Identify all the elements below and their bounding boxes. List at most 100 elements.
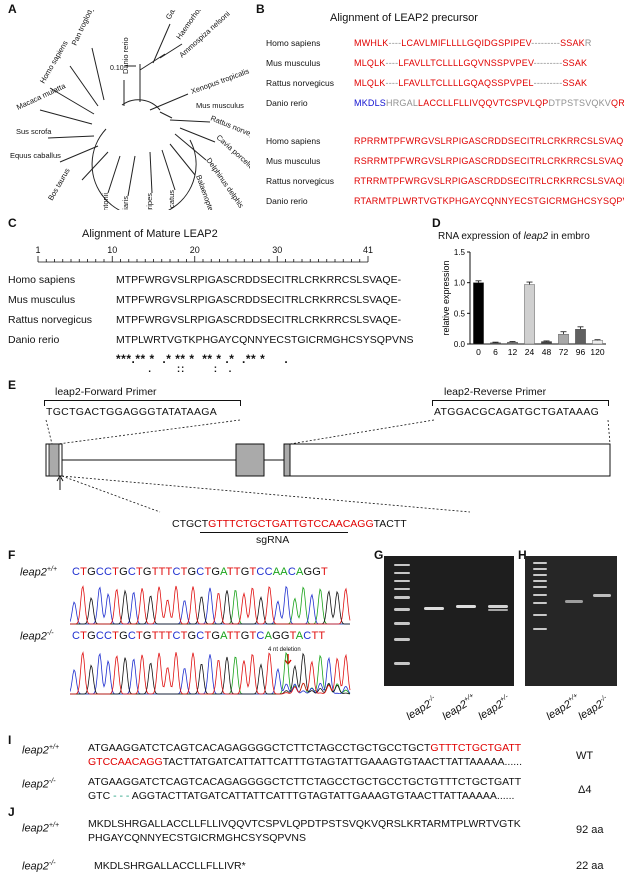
gel-band <box>394 662 410 665</box>
precursor-sequence: MLQLK----LFAVLLTCLLLLGQVNSSPVPEV--------… <box>354 58 587 68</box>
panel-label-c: C <box>8 216 17 230</box>
bar <box>592 340 603 345</box>
chromatogram-trace <box>70 585 351 625</box>
gel-band <box>533 568 547 570</box>
gel-band <box>394 580 410 582</box>
base-call: G <box>119 566 128 578</box>
conservation-line: ***.** * .* ** * ** * .* .** * . <box>116 352 289 366</box>
x-tick-label: 48 <box>542 347 552 357</box>
y-tick-label: 0.5 <box>454 309 466 318</box>
gel-band <box>424 607 444 610</box>
panel-label-j: J <box>8 805 15 819</box>
gel-band <box>593 594 611 597</box>
sequence-segment: MWHLK <box>354 38 389 48</box>
base-call: G <box>280 630 290 642</box>
sequence-segment: DTPSTSVQKV <box>548 98 611 108</box>
tree-species-label: Bos taurus <box>46 166 72 202</box>
base-call: G <box>272 630 281 642</box>
wt-genotype-label: leap2+/+ <box>20 566 58 579</box>
base-call: T <box>180 566 188 578</box>
bar <box>507 341 518 345</box>
gel-band <box>394 608 410 611</box>
precursor-sequence: MWHLK----LCAVLMIFLLLLGQIDGSPIPEV--------… <box>354 38 592 48</box>
gel-lane-label: leap2-/- <box>576 694 609 723</box>
gel-band <box>488 605 508 608</box>
base-call: T <box>80 630 88 642</box>
base-call: G <box>211 630 221 642</box>
mature-species-label: Homo sapiens <box>8 274 76 286</box>
y-tick-label: 1.0 <box>454 279 466 288</box>
sequence-segment: ---- <box>385 78 399 88</box>
panel-label-h: H <box>518 548 527 562</box>
sequence-segment: MKDLS <box>354 98 387 108</box>
gel-lane-label: leap2-/- <box>404 694 437 723</box>
sequence-segment: SSAK <box>562 58 588 68</box>
base-call: G <box>187 566 197 578</box>
ko-genotype-label: leap2-/- <box>20 630 54 643</box>
forward-primer-tick-left <box>44 400 45 406</box>
reverse-primer-tick-left <box>432 400 433 406</box>
gel-band <box>565 600 583 603</box>
base-call: C <box>127 630 136 642</box>
base-call: G <box>240 630 250 642</box>
base-call: C <box>196 566 205 578</box>
sequence-segment: ---- <box>388 38 402 48</box>
reverse-primer-seq: ATGGACGCAGATGCTGATAAAG <box>434 406 600 418</box>
base-call: C <box>104 630 113 642</box>
precursor-species-label: Mus musculus <box>266 58 321 68</box>
sgrna-underline <box>200 532 348 533</box>
bar <box>473 282 484 345</box>
base-call: C <box>95 630 104 642</box>
x-tick-label: 120 <box>590 347 604 357</box>
base-call: A <box>280 566 288 578</box>
ko-chromatogram <box>70 651 351 695</box>
tree-species-label: Mustela nigripes <box>145 193 154 210</box>
mature-species-label: Mus musculus <box>8 294 76 306</box>
sequence-segment: --------- <box>533 78 563 88</box>
base-call: T <box>158 566 166 578</box>
base-call: T <box>289 630 296 642</box>
mature-sequence: MTPFWRGVSLRPIGASCRDDSECITRLCRKRRCSLSVAQE… <box>116 294 402 306</box>
base-call: G <box>312 566 322 578</box>
base-call: T <box>112 566 120 578</box>
panel-label-a: A <box>8 2 17 16</box>
sequence-segment: LCAVLMIFLLLLGQIDGSPIPEV <box>401 38 532 48</box>
tree-species-label: Danio rerio <box>121 37 130 74</box>
gene-diagram <box>45 419 611 513</box>
base-call: T <box>136 630 143 642</box>
gel-band <box>394 622 410 625</box>
bar <box>541 341 552 345</box>
y-tick-label: 0.0 <box>454 340 466 349</box>
base-call: T <box>165 566 173 578</box>
precursor-species-label: Mus musculus <box>266 156 321 166</box>
tree-species-label: Equus caballus <box>10 151 61 160</box>
tree-species-label: Mus musculus <box>196 101 244 110</box>
base-call: C <box>256 630 265 642</box>
sequence-segment: R <box>584 38 592 48</box>
protein-ko-line: MKDLSHRGALLACCLLFLLIVR* <box>94 860 246 872</box>
sgrna-label: sgRNA <box>256 534 290 546</box>
gel-band <box>533 574 547 576</box>
x-tick-label: 96 <box>576 347 586 357</box>
base-call: C <box>172 630 181 642</box>
sequence-segment: RTARMTPLWRTVGTKPHGAYCQNNYECSTGICRMGHCSYS… <box>354 196 624 206</box>
sequence-segment: LACCLLFLLIVQQVTCSPVLQP <box>418 98 549 108</box>
base-call: T <box>151 630 159 642</box>
precursor-sequence: MKDLSHRGALLACCLLFLLIVQQVTCSPVLQPDTPSTSVQ… <box>354 98 624 108</box>
dna-ko-line2: GTC - - - AGGTACTTATGATCATTATTCATTTGTAGT… <box>88 790 515 802</box>
base-call: G <box>87 630 96 642</box>
sequence-segment: RSRRMTPFWRGVSLRPIGASCRDDSECITRLCRKRRCSLS… <box>354 156 624 166</box>
precursor-species-label: Danio rerio <box>266 196 308 206</box>
tree-scale-label: 0.10 <box>110 65 124 72</box>
tree-species-label: Macaca mulatta <box>15 81 68 112</box>
bar <box>575 329 586 345</box>
base-call: T <box>249 566 257 578</box>
base-call: T <box>204 630 212 642</box>
protein-wt-line2: PHGAYCQNNYECSTGICRMGHCSYSQPVNS <box>88 832 307 844</box>
precursor-sequence: RPRRMTPFWRGVSLRPIGASCRDDSECITRLCRKRRCSLS… <box>354 136 624 146</box>
gel-lane-label: leap2+/+ <box>440 692 476 723</box>
base-call: T <box>180 630 188 642</box>
ruler-tick-label: 30 <box>272 245 282 255</box>
gel-band <box>394 596 410 599</box>
bar <box>490 342 501 345</box>
